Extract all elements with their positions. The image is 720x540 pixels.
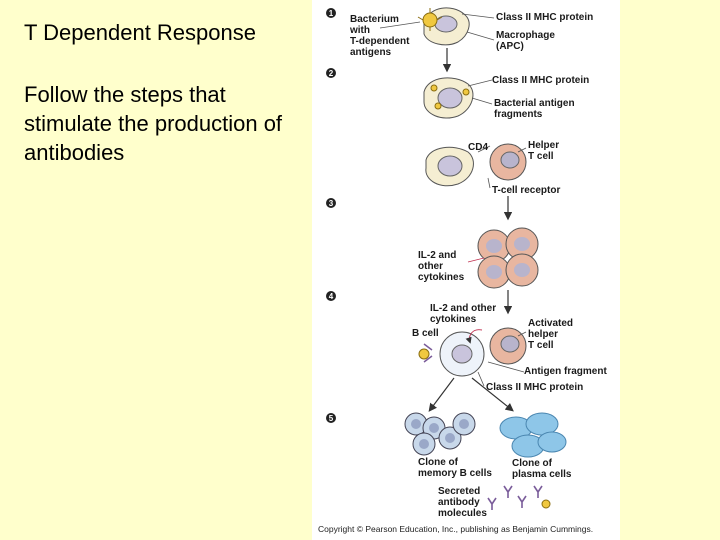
immune-response-figure: 1 2 3 4 5 Bacterium with T-dependent ant… [312, 0, 620, 540]
antigen-particle [418, 348, 430, 360]
slide-title: T Dependent Response [24, 20, 256, 45]
label-bacterial-fragments: Bacterial antigen fragments [494, 98, 577, 120]
leader-line [467, 79, 493, 87]
macrophage-cell-3 [425, 146, 474, 187]
step-marker-2: 2 [326, 68, 336, 78]
label-class-ii-mhc-3: Class II MHC protein [486, 382, 583, 393]
copyright-notice: Copyright © Pearson Education, Inc., pub… [318, 524, 593, 534]
leader-line [487, 361, 525, 373]
label-class-ii-mhc-2: Class II MHC protein [492, 75, 589, 86]
label-t-cell-receptor: T-cell receptor [492, 185, 560, 196]
svg-text:2: 2 [329, 69, 334, 78]
leader-line [487, 177, 491, 189]
label-activated-helper: Activated helper T cell [528, 318, 576, 351]
figure-diagram: 1 2 3 4 5 Bacterium with T-dependent ant… [318, 7, 607, 534]
flow-arrow [428, 377, 455, 412]
activated-helper-t-cell [489, 327, 527, 365]
leader-line [477, 145, 491, 153]
label-b-cell: B cell [412, 328, 439, 339]
step-marker-1: 1 [326, 8, 336, 18]
label-plasma-cells: Clone of plasma cells [512, 458, 572, 480]
leader-line [517, 147, 527, 153]
macrophage-cell-2 [423, 77, 474, 119]
step-marker-3: 3 [326, 198, 336, 208]
leader-line [471, 97, 493, 105]
label-bacterium: Bacterium with T-dependent antigens [349, 14, 412, 58]
leader-line [517, 331, 527, 337]
svg-text:4: 4 [329, 292, 334, 301]
bacterium-icon [417, 8, 443, 31]
leader-line [461, 13, 495, 19]
svg-text:1: 1 [329, 9, 334, 18]
flow-arrow [471, 377, 514, 412]
step-marker-5: 5 [326, 413, 336, 423]
plasma-cell-clone [499, 412, 567, 458]
b-cell [423, 331, 485, 377]
label-il2-cytokines-1: IL-2 and other cytokines [418, 250, 465, 283]
t-cell-clone [477, 227, 539, 289]
antibody-molecules [487, 485, 551, 510]
leader-line [467, 257, 485, 263]
leader-line [466, 31, 495, 41]
label-macrophage: Macrophage (APC) [496, 30, 558, 52]
step-marker-4: 4 [326, 291, 336, 301]
cytokine-arrow [465, 329, 483, 344]
leader-line [379, 21, 421, 29]
label-secreted-antibodies: Secreted antibody molecules [438, 486, 487, 519]
label-cd4: CD4 [468, 142, 488, 153]
svg-text:5: 5 [329, 414, 334, 423]
slide-body-text: Follow the steps that stimulate the prod… [24, 82, 283, 165]
memory-b-cell-clone [404, 412, 476, 456]
label-memory-b-cells: Clone of memory B cells [418, 457, 492, 479]
label-antigen-fragment: Antigen fragment [524, 366, 607, 377]
label-il2-cytokines-2: IL-2 and other cytokines [430, 303, 499, 325]
helper-t-cell [489, 143, 527, 181]
svg-text:3: 3 [329, 199, 334, 208]
label-helper-t-cell: Helper T cell [528, 140, 562, 162]
label-class-ii-mhc-1: Class II MHC protein [496, 12, 593, 23]
leader-line [477, 371, 485, 387]
